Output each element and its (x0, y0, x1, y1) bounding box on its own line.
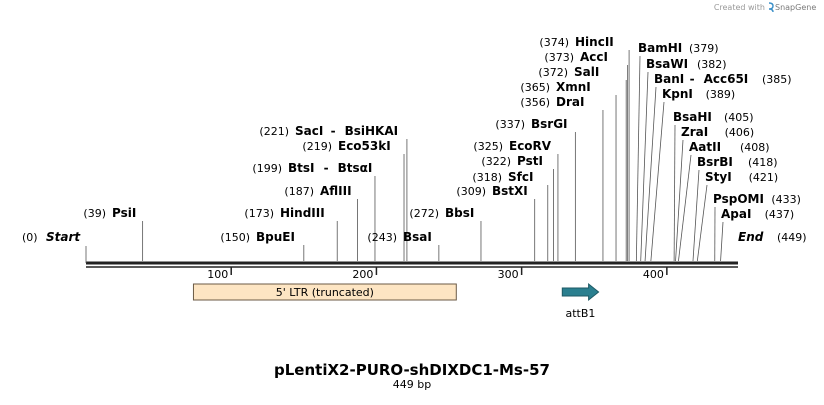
site-enzyme-name: KpnI (662, 87, 693, 101)
site-position-label: (337) (495, 118, 525, 131)
site-leader-line (693, 170, 699, 261)
site-enzyme-name: EcoRV (509, 139, 552, 153)
site-position-label: (437) (765, 208, 795, 221)
site-position-label: (272) (409, 207, 439, 220)
site-enzyme-name: AatII (689, 140, 721, 154)
site-enzyme-name: AccI (580, 50, 608, 64)
site-enzyme-name: BstXI (492, 184, 528, 198)
site-position-label: (187) (284, 185, 314, 198)
site-name-separator: - (690, 72, 695, 86)
site-enzyme-name: SacI (295, 124, 323, 138)
site-enzyme-name: BtsαI (338, 161, 373, 175)
site-position-label: (221) (259, 125, 289, 138)
site-labels: (39) PsiI (150) BpuEI (173) HindIII (187) AflII… (83, 35, 801, 244)
site-enzyme-name: PsiI (112, 206, 136, 220)
site-position-label: (322) (481, 155, 511, 168)
feature-attb1-label: attB1 (565, 307, 595, 320)
site-enzyme-name: AflIII (320, 184, 352, 198)
snapgene-credit: Created with SnapGene (714, 3, 817, 12)
site-position-label: (418) (748, 156, 778, 169)
site-enzyme-name: ApaI (721, 207, 751, 221)
plasmid-title: pLentiX2-PURO-shDIXDC1-Ms-57 (274, 361, 550, 379)
site-enzyme-name: Acc65I (704, 72, 749, 86)
site-leader-line (697, 185, 707, 261)
start-position-label: (0) (22, 231, 38, 244)
site-enzyme-name: Eco53kI (338, 139, 391, 153)
scale-tick-label: 200 (352, 268, 373, 281)
site-position-label: (173) (244, 207, 274, 220)
site-enzyme-name: BsaHI (673, 110, 712, 124)
site-enzyme-name: HindIII (280, 206, 325, 220)
credit-prefix: Created with (714, 3, 765, 12)
site-position-label: (372) (538, 66, 568, 79)
site-leader-line (674, 125, 675, 261)
site-position-label: (421) (749, 171, 779, 184)
site-leader-line (678, 155, 691, 261)
site-position-label: (405) (724, 111, 754, 124)
feature-ltr-label: 5' LTR (truncated) (276, 286, 374, 299)
site-position-label: (389) (706, 88, 736, 101)
site-enzyme-name: SfcI (508, 170, 533, 184)
site-enzyme-name: PspOMI (713, 192, 764, 206)
scale-tick-label: 300 (498, 268, 519, 281)
site-name-separator: - (324, 161, 329, 175)
site-enzyme-name: BamHI (638, 41, 682, 55)
site-position-label: (150) (220, 231, 250, 244)
site-enzyme-name: BsrBI (697, 155, 733, 169)
site-position-label: (374) (539, 36, 569, 49)
end-position-label: (449) (777, 231, 807, 244)
site-enzyme-name: HincII (575, 35, 614, 49)
snapgene-logo-mark (769, 3, 773, 12)
site-name-separator: - (331, 124, 336, 138)
site-position-label: (385) (762, 73, 792, 86)
site-leader-line (676, 140, 683, 261)
site-enzyme-name: SalI (574, 65, 599, 79)
feature-attb1-arrow (562, 284, 598, 300)
site-leader-line (636, 56, 640, 261)
site-position-label: (243) (367, 231, 397, 244)
snapgene-logo-icon (769, 3, 773, 12)
site-enzyme-name: XmnI (556, 80, 591, 94)
end-label: End (738, 230, 764, 244)
site-position-label: (39) (83, 207, 106, 220)
site-enzyme-name: BanI (654, 72, 684, 86)
site-position-label: (379) (689, 42, 719, 55)
site-enzyme-name: DraI (556, 95, 584, 109)
site-position-label: (309) (456, 185, 486, 198)
site-enzyme-name: BsiHKAI (345, 124, 399, 138)
scale-tick-label: 100 (207, 268, 228, 281)
site-enzyme-name: BsaI (403, 230, 432, 244)
site-position-label: (199) (252, 162, 282, 175)
site-position-label: (325) (473, 140, 503, 153)
scale-ticks: 100 200 300 400 (207, 267, 667, 281)
site-enzyme-name: StyI (705, 170, 732, 184)
site-enzyme-name: BbsI (445, 206, 474, 220)
site-enzyme-name: BpuEI (256, 230, 295, 244)
scale-tick-label: 400 (643, 268, 664, 281)
site-position-label: (219) (302, 140, 332, 153)
site-enzyme-name: ZraI (681, 125, 708, 139)
site-position-label: (433) (771, 193, 801, 206)
site-position-label: (356) (520, 96, 550, 109)
credit-brand: SnapGene (775, 3, 816, 12)
site-position-label: (318) (472, 171, 502, 184)
site-leader-line (721, 222, 723, 261)
site-position-label: (365) (520, 81, 550, 94)
site-enzyme-name: PstI (517, 154, 543, 168)
site-enzyme-name: BsaWI (646, 57, 688, 71)
site-leader-line (651, 102, 664, 261)
site-position-label: (408) (740, 141, 770, 154)
site-leader-lines (143, 50, 723, 261)
site-enzyme-name: BtsI (288, 161, 315, 175)
sequence-backbone (86, 263, 738, 267)
feature-track: 5' LTR (truncated) attB1 (193, 284, 598, 320)
plasmid-length: 449 bp (393, 378, 431, 391)
site-position-label: (382) (697, 58, 727, 71)
site-enzyme-name: BsrGI (531, 117, 568, 131)
start-label: Start (46, 230, 81, 244)
site-position-label: (373) (544, 51, 574, 64)
site-position-label: (406) (725, 126, 755, 139)
